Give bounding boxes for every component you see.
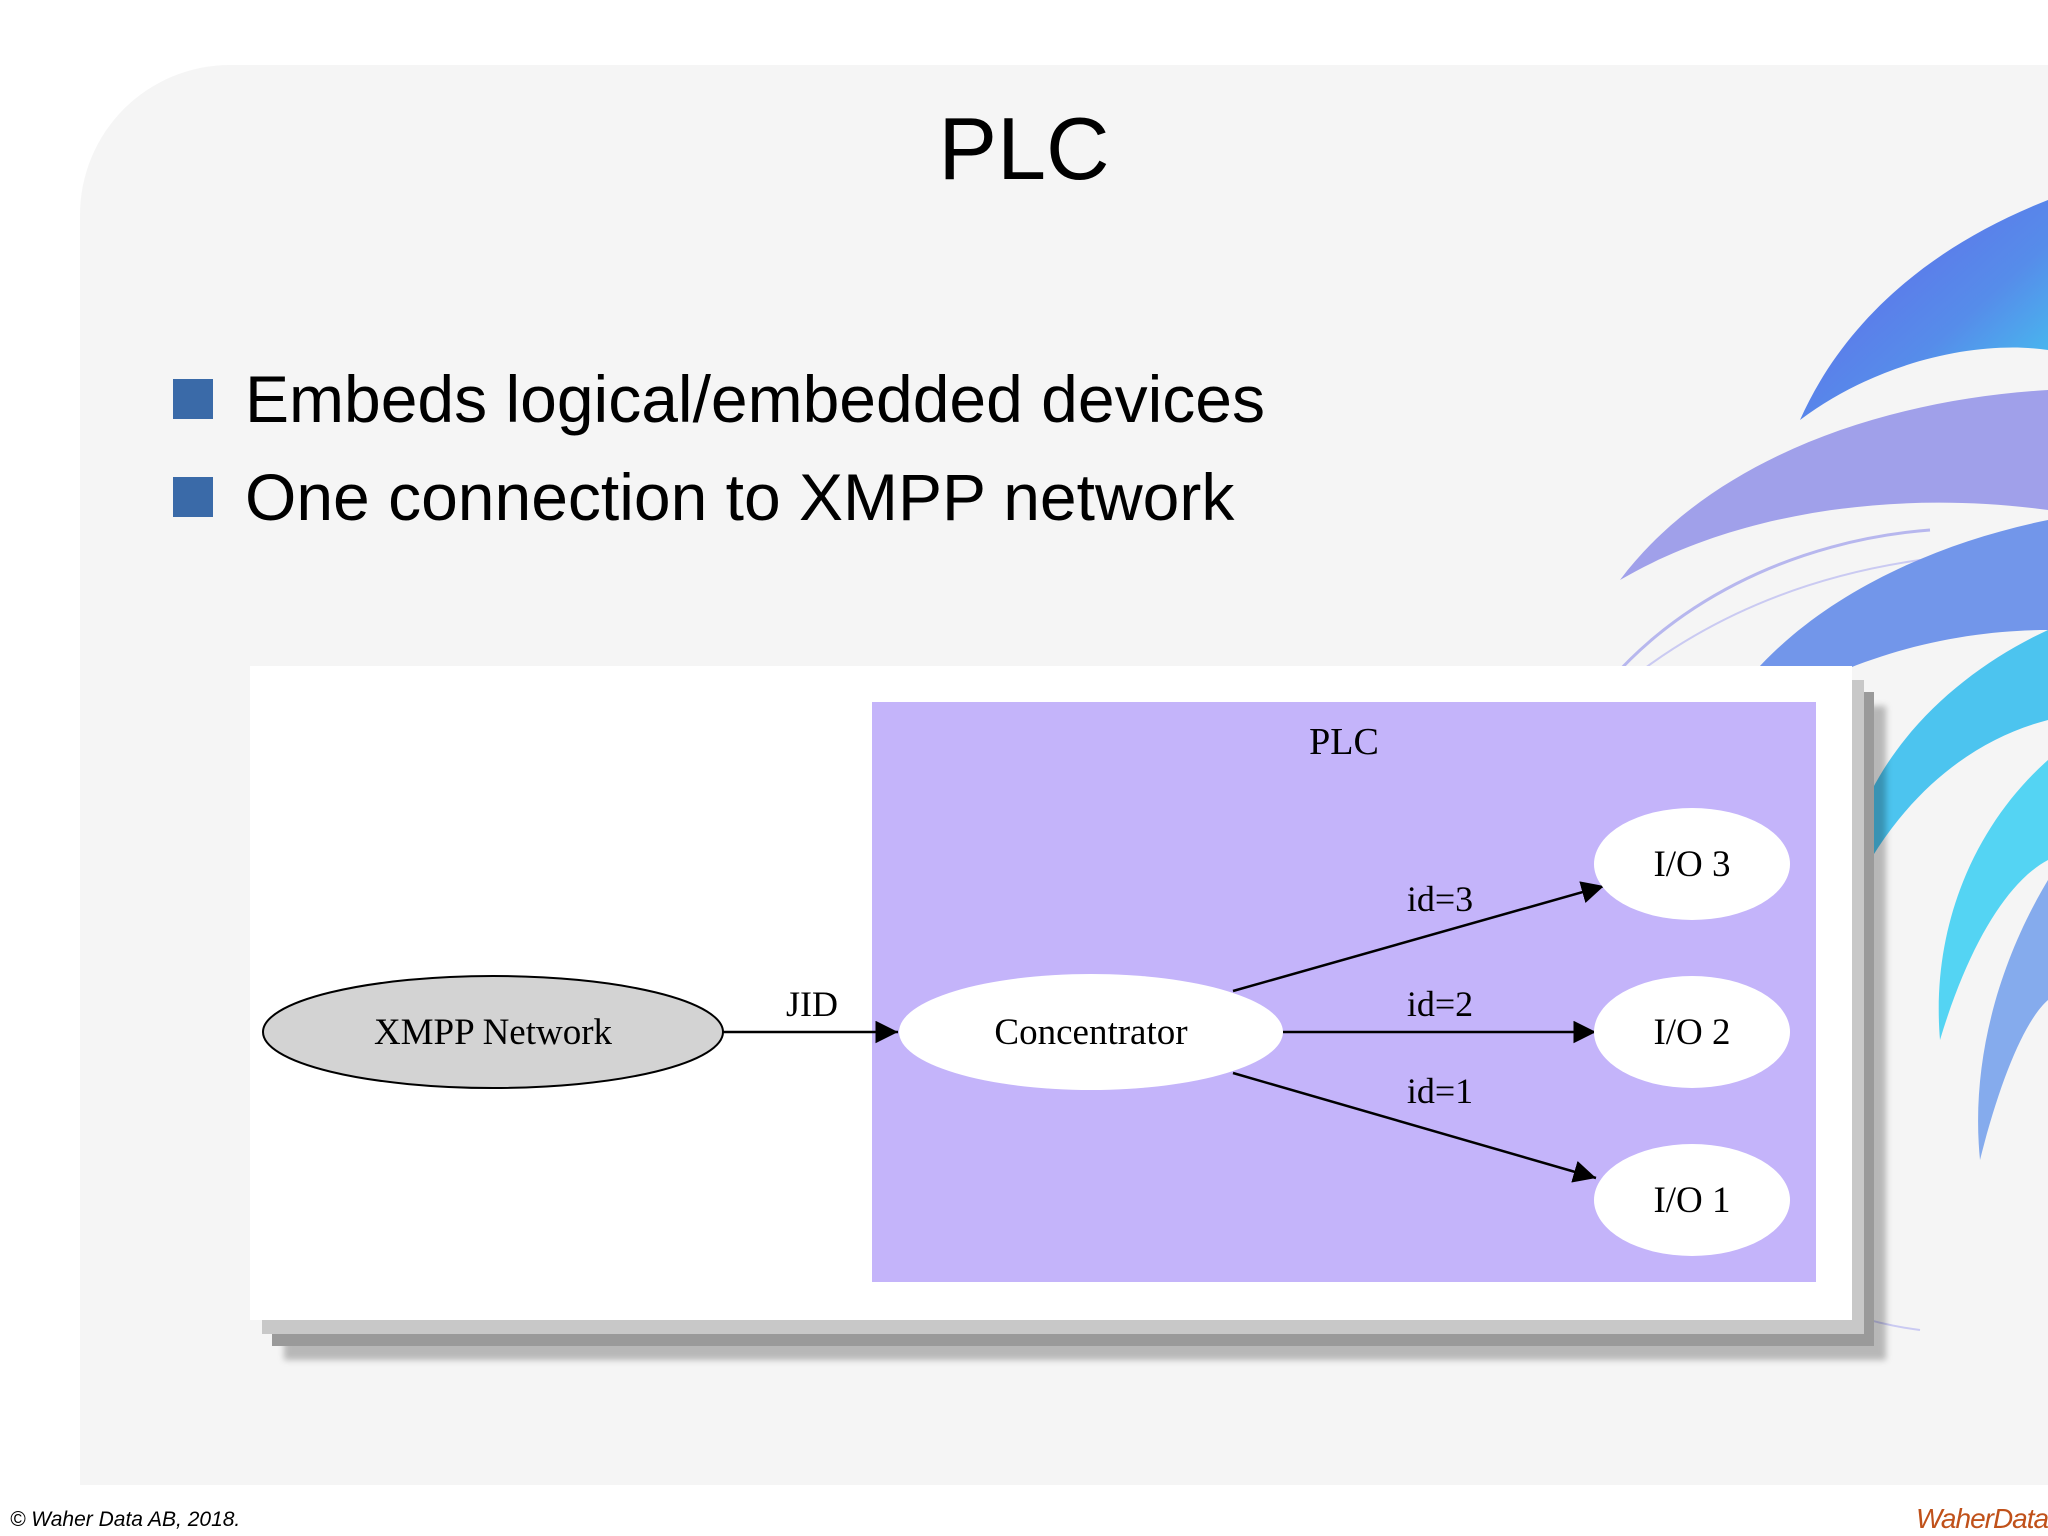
node-concentrator [899, 974, 1283, 1090]
node-io2 [1594, 976, 1790, 1088]
diagram-frame: PLC JID id=3 id=2 id=1 XMPP Network Conc… [250, 666, 1852, 1320]
bullet-list: Embeds logical/embedded devices One conn… [173, 350, 1265, 546]
bullet-item: Embeds logical/embedded devices [173, 350, 1265, 448]
edge-id1 [1232, 1071, 1597, 1183]
edge-label-id3: id=3 [1407, 879, 1473, 919]
bullet-square-icon [173, 477, 213, 517]
plc-diagram: PLC JID id=3 id=2 id=1 XMPP Network Conc… [262, 702, 1816, 1282]
footer-copyright: © Waher Data AB, 2018. [10, 1508, 241, 1531]
edge-label-id1: id=1 [1407, 1071, 1473, 1111]
node-label-xmpp-network: XMPP Network [374, 1012, 613, 1053]
cluster-label: PLC [1309, 721, 1379, 763]
bullet-item: One connection to XMPP network [173, 448, 1265, 546]
node-label-io2: I/O 2 [1653, 1012, 1730, 1053]
node-label-io3: I/O 3 [1653, 844, 1730, 885]
node-xmpp-network [262, 975, 724, 1089]
bullet-text: Embeds logical/embedded devices [245, 362, 1265, 436]
decorative-swirl [1529, 200, 2048, 1331]
node-label-concentrator: Concentrator [994, 1012, 1187, 1053]
bullet-square-icon [173, 379, 213, 419]
node-io1 [1594, 1144, 1790, 1256]
company-logo: WaherData [1916, 1503, 2048, 1534]
bullet-text: One connection to XMPP network [245, 460, 1235, 534]
edge-id3 [1232, 881, 1605, 993]
edge-label-id2: id=2 [1407, 984, 1473, 1024]
node-io3 [1594, 808, 1790, 920]
slide-title: PLC [938, 99, 1110, 198]
node-label-io1: I/O 1 [1653, 1180, 1730, 1221]
edge-label-jid: JID [786, 984, 838, 1024]
